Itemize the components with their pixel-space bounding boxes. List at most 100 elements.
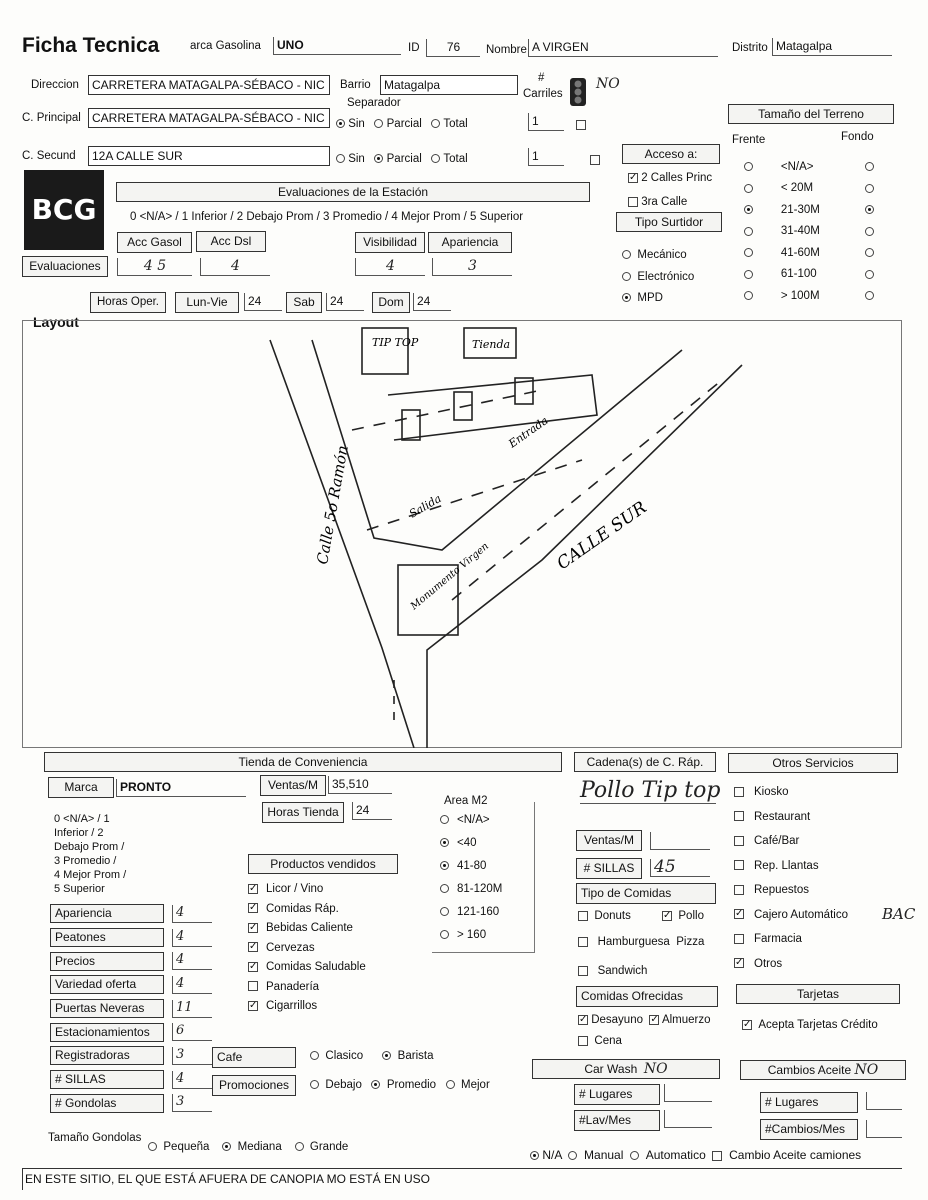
carriles-principal-field[interactable]: 1	[528, 113, 564, 131]
gondola-mediana-radio[interactable]	[222, 1142, 232, 1152]
otros-check[interactable]: ✓	[734, 908, 744, 920]
carwash-na-radio[interactable]	[530, 1151, 539, 1161]
otros-check[interactable]	[734, 811, 744, 822]
marca-gasolina-field[interactable]: UNO	[273, 37, 401, 55]
aceite-cambios-field[interactable]	[866, 1120, 902, 1138]
acc-gasol-button[interactable]: Acc Gasol	[117, 232, 192, 253]
area-radio[interactable]	[440, 815, 449, 825]
cafe-barista-radio[interactable]	[382, 1051, 392, 1061]
otros-check[interactable]	[734, 933, 744, 944]
otros-check[interactable]	[734, 884, 744, 895]
area-radio[interactable]	[440, 861, 449, 871]
producto-check[interactable]: ✓	[248, 902, 258, 914]
producto-check[interactable]: ✓	[248, 999, 258, 1011]
aceite-camiones-check[interactable]	[712, 1150, 723, 1161]
cadena-value[interactable]: Pollo Tip top	[580, 778, 721, 804]
frente-radio[interactable]	[744, 269, 753, 279]
dom-field[interactable]: 24	[413, 293, 451, 311]
sep-secund-sin-radio[interactable]	[336, 154, 345, 164]
fondo-radio[interactable]	[865, 183, 874, 193]
sandwich-check[interactable]	[578, 965, 588, 976]
frente-radio[interactable]	[744, 226, 753, 236]
horas-tienda-field[interactable]: 24	[352, 802, 392, 820]
metric-field[interactable]: 4	[172, 975, 212, 994]
acc-dsl-button[interactable]: Acc Dsl	[196, 231, 266, 252]
sep-principal-total-radio[interactable]	[431, 119, 441, 129]
distrito-field[interactable]: Matagalpa	[772, 38, 892, 56]
gondola-grande-radio[interactable]	[294, 1142, 304, 1152]
surtidor-electronico-radio[interactable]	[622, 272, 631, 282]
carwash-auto-radio[interactable]	[630, 1151, 640, 1161]
area-radio[interactable]	[440, 930, 449, 940]
apariencia-field[interactable]: 3	[432, 258, 512, 276]
tienda-marca-field[interactable]: PRONTO	[116, 779, 246, 797]
nombre-field[interactable]: A VIRGEN	[528, 39, 718, 57]
lun-vie-field[interactable]: 24	[244, 293, 282, 311]
metric-field[interactable]: 3	[172, 1046, 212, 1065]
barrio-field[interactable]: Matagalpa	[380, 75, 518, 95]
metric-field[interactable]: 3	[172, 1094, 212, 1113]
producto-check[interactable]	[248, 981, 258, 992]
tarjetas-check[interactable]: ✓	[742, 1018, 752, 1030]
visibilidad-button[interactable]: Visibilidad	[355, 232, 425, 253]
almuerzo-check[interactable]: ✓	[649, 1013, 660, 1025]
area-radio[interactable]	[440, 884, 449, 894]
surtidor-mpd-radio[interactable]	[622, 293, 631, 303]
tienda-ventas-field[interactable]: 35,510	[328, 776, 392, 794]
area-radio[interactable]	[440, 907, 449, 917]
carwash-lavmes-field[interactable]	[664, 1110, 712, 1128]
producto-check[interactable]: ✓	[248, 921, 258, 933]
producto-check[interactable]: ✓	[248, 941, 258, 953]
producto-check[interactable]: ✓	[248, 960, 258, 972]
visibilidad-field[interactable]: 4	[355, 258, 425, 276]
hamburguesa-check[interactable]	[578, 936, 588, 947]
desayuno-check[interactable]: ✓	[578, 1013, 588, 1025]
promo-debajo-radio[interactable]	[310, 1080, 319, 1090]
id-field[interactable]: 76	[426, 39, 480, 57]
gondola-pequena-radio[interactable]	[148, 1142, 157, 1152]
metric-field[interactable]: 4	[172, 952, 212, 971]
frente-radio[interactable]	[744, 162, 753, 172]
carriles-secund-check[interactable]	[590, 154, 601, 165]
acceso-2calles-check[interactable]: ✓	[628, 171, 638, 183]
surtidor-mecanico-radio[interactable]	[622, 250, 631, 260]
metric-field[interactable]: 4	[172, 904, 212, 923]
cadena-ventas-field[interactable]	[650, 832, 710, 850]
calle-secundaria-field[interactable]: 12A CALLE SUR	[88, 146, 330, 166]
cena-check[interactable]	[578, 1035, 588, 1046]
otros-check[interactable]	[734, 835, 744, 846]
cafe-clasico-radio[interactable]	[310, 1051, 319, 1061]
cadena-sillas-field[interactable]: 45	[650, 859, 710, 877]
metric-field[interactable]: 4	[172, 928, 212, 947]
carriles-secund-field[interactable]: 1	[528, 148, 564, 166]
calle-principal-field[interactable]: CARRETERA MATAGALPA-SÉBACO - NIC	[88, 108, 330, 128]
carwash-manual-radio[interactable]	[568, 1151, 578, 1161]
acc-gasol-field[interactable]: 4 5	[117, 258, 192, 276]
sep-secund-total-radio[interactable]	[431, 154, 441, 164]
frente-radio[interactable]	[744, 291, 753, 301]
sep-principal-parcial-radio[interactable]	[374, 119, 384, 129]
otros-check[interactable]	[734, 860, 744, 871]
fondo-radio[interactable]	[865, 226, 874, 236]
acc-dsl-field[interactable]: 4	[200, 258, 270, 276]
frente-radio[interactable]	[744, 248, 753, 258]
frente-radio[interactable]	[744, 183, 753, 193]
producto-check[interactable]: ✓	[248, 882, 258, 894]
apariencia-button[interactable]: Apariencia	[428, 232, 512, 253]
fondo-radio[interactable]	[865, 205, 874, 215]
direccion-field[interactable]: CARRETERA MATAGALPA-SÉBACO - NIC	[88, 75, 330, 95]
fondo-radio[interactable]	[865, 248, 874, 258]
area-radio[interactable]	[440, 838, 449, 848]
fondo-radio[interactable]	[865, 162, 874, 172]
metric-field[interactable]: 6	[172, 1023, 212, 1042]
otros-check[interactable]	[734, 786, 744, 797]
fondo-radio[interactable]	[865, 269, 874, 279]
comment-field[interactable]: EN ESTE SITIO, EL QUE ESTÁ AFUERA DE CAN…	[22, 1168, 902, 1190]
acceso-3ra-check[interactable]	[628, 196, 638, 207]
fondo-radio[interactable]	[865, 291, 874, 301]
pollo-check[interactable]: ✓	[662, 909, 672, 921]
sep-secund-parcial-radio[interactable]	[374, 154, 384, 164]
otros-check[interactable]: ✓	[734, 957, 744, 969]
donuts-check[interactable]	[578, 910, 588, 921]
metric-field[interactable]: 11	[172, 999, 212, 1018]
